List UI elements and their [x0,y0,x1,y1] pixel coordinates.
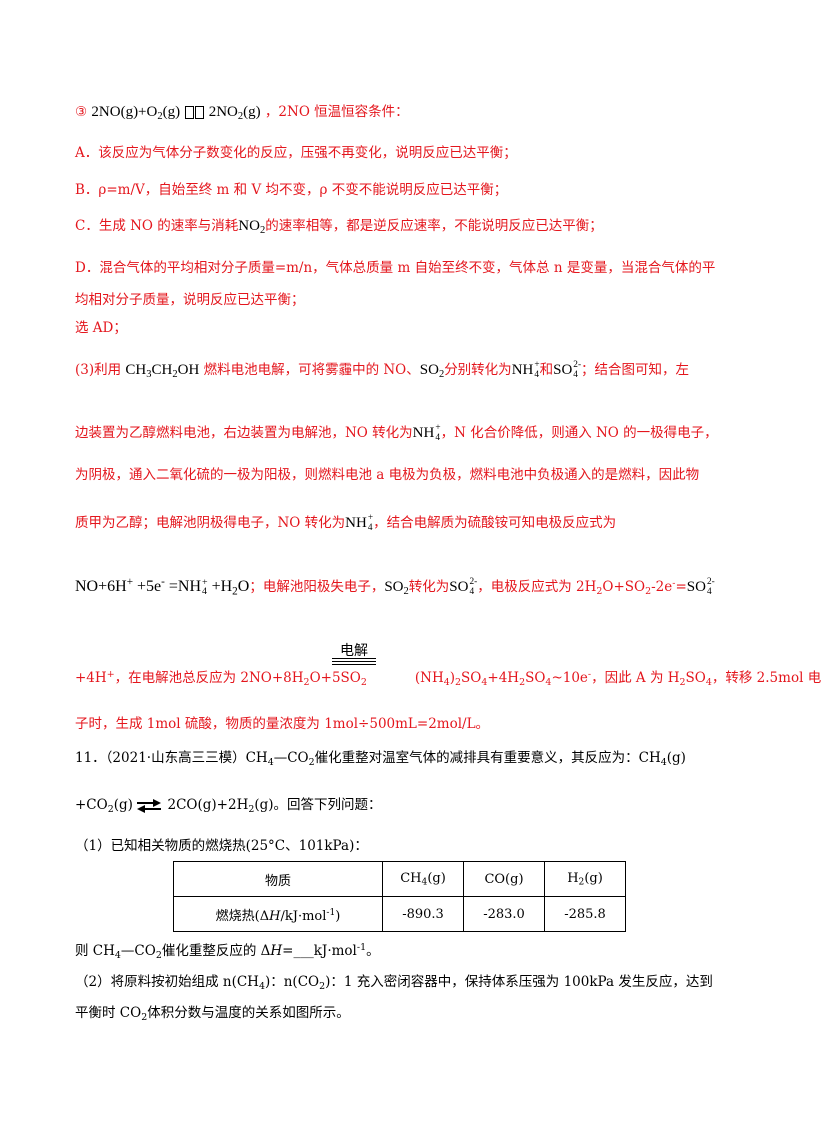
para3-line4: 质甲为乙醇；电解池阴极得电子，NO 转化为NH+4，结合电解质为硫酸铵可知电极反… [75,513,617,533]
para3-line6: +4H+，在电解池总反应为 2NO+8H2O+5SO2(NH4)2SO4+4H2… [75,669,821,689]
para3-line5: NO+6H+ +5e- =NH+4 +H2O；电解池阳极失电子，SO2转化为SO… [75,576,715,598]
table-row-label: 燃烧热(ΔH/kJ·mol-1) [173,896,383,932]
option-b: B．ρ=m/V，自始至终 m 和 V 均不变，ρ 不变不能说明反应已达平衡； [75,182,508,198]
no2-formula: NO2 [238,218,266,237]
table-row: 物质 CH4(g) CO(g) H2(g) [173,861,626,897]
table-row: 燃烧热(ΔH/kJ·mol-1) -890.3 -283.0 -285.8 [173,896,626,932]
sub-question-1: （1）已知相关物质的燃烧热(25°C、101kPa)： [75,838,368,854]
reversible-arrow-icon [137,798,163,813]
equilibrium-arrow-icon [184,106,205,119]
table-cell-h2: -285.8 [544,896,626,932]
sub-question-2-line1: （2）将原料按初始组成 n(CH4)：n(CO2)：1 充入密闭容器中，保持体系… [75,974,713,992]
option-d-cont: 均相对分子质量，说明反应已达平衡； [75,292,305,308]
option-d: D．混合气体的平均相对分子质量=m/n，气体总质量 m 自始至终不变，气体总 n… [75,260,716,276]
cathode-equation: NO+6H+ +5e- =NH+4 +H2O [75,576,250,598]
combustion-heat-table: 物质 CH4(g) CO(g) H2(g) 燃烧热(ΔH/kJ·mol-1) -… [173,861,626,932]
table-header-substance: 物质 [173,861,383,897]
table-cell-ch4: -890.3 [382,896,464,932]
option-c: C．生成 NO 的速率与消耗NO2的速率相等，都是逆反应速率，不能说明反应已达平… [75,218,603,237]
question-11-line1: 11．（2021·山东高三三模）CH4—CO2催化重整对温室气体的减排具有重要意… [75,750,686,768]
option-a: A．该反应为气体分子数变化的反应，压强不再变化，说明反应已达平衡； [75,145,517,161]
para3-line1: (3)利用 CH3CH2OH 燃料电池电解，可将雾霾中的 NO、SO2分别转化为… [75,360,690,381]
equals-bar-mid [332,661,376,662]
enthalpy-question: 则 CH4—CO2催化重整反应的 ΔH=___kJ·mol-1。 [75,942,380,962]
table-cell-co: -283.0 [463,896,545,932]
circle-number: ③ [75,104,88,120]
para3-line7: 子时，生成 1mol 硫酸，物质的量浓度为 1mol÷500mL=2mol/L。 [75,716,490,732]
sub-question-2-line2: 平衡时 CO2体积分数与温度的关系如图所示。 [75,1005,350,1023]
electrolysis-label: 电解 [340,643,368,659]
equation-line-3: ③ 2NO(g)+O2(g) 2NO2(g) ，2NO 恒温恒容条件： [75,104,409,123]
equals-bar-bottom [332,664,376,665]
table-header-co: CO(g) [463,861,545,897]
no-o2-equation: 2NO(g)+O2(g) [91,104,181,123]
question-11-line2: +CO2(g) 2CO(g)+2H2(g)。回答下列问题： [75,797,382,815]
para3-line2: 边装置为乙醇燃料电池，右边装置为电解池，NO 转化为NH+4，N 化合价降低，则… [75,423,718,443]
para3-line3: 为阴极，通入二氧化硫的一极为阳极，则燃料电池 a 电极为负极，燃料电池中负极通入… [75,467,700,483]
selection: 选 AD； [75,320,127,336]
equals-bar-top [332,658,376,659]
table-header-ch4: CH4(g) [382,861,464,897]
table-header-h2: H2(g) [544,861,626,897]
